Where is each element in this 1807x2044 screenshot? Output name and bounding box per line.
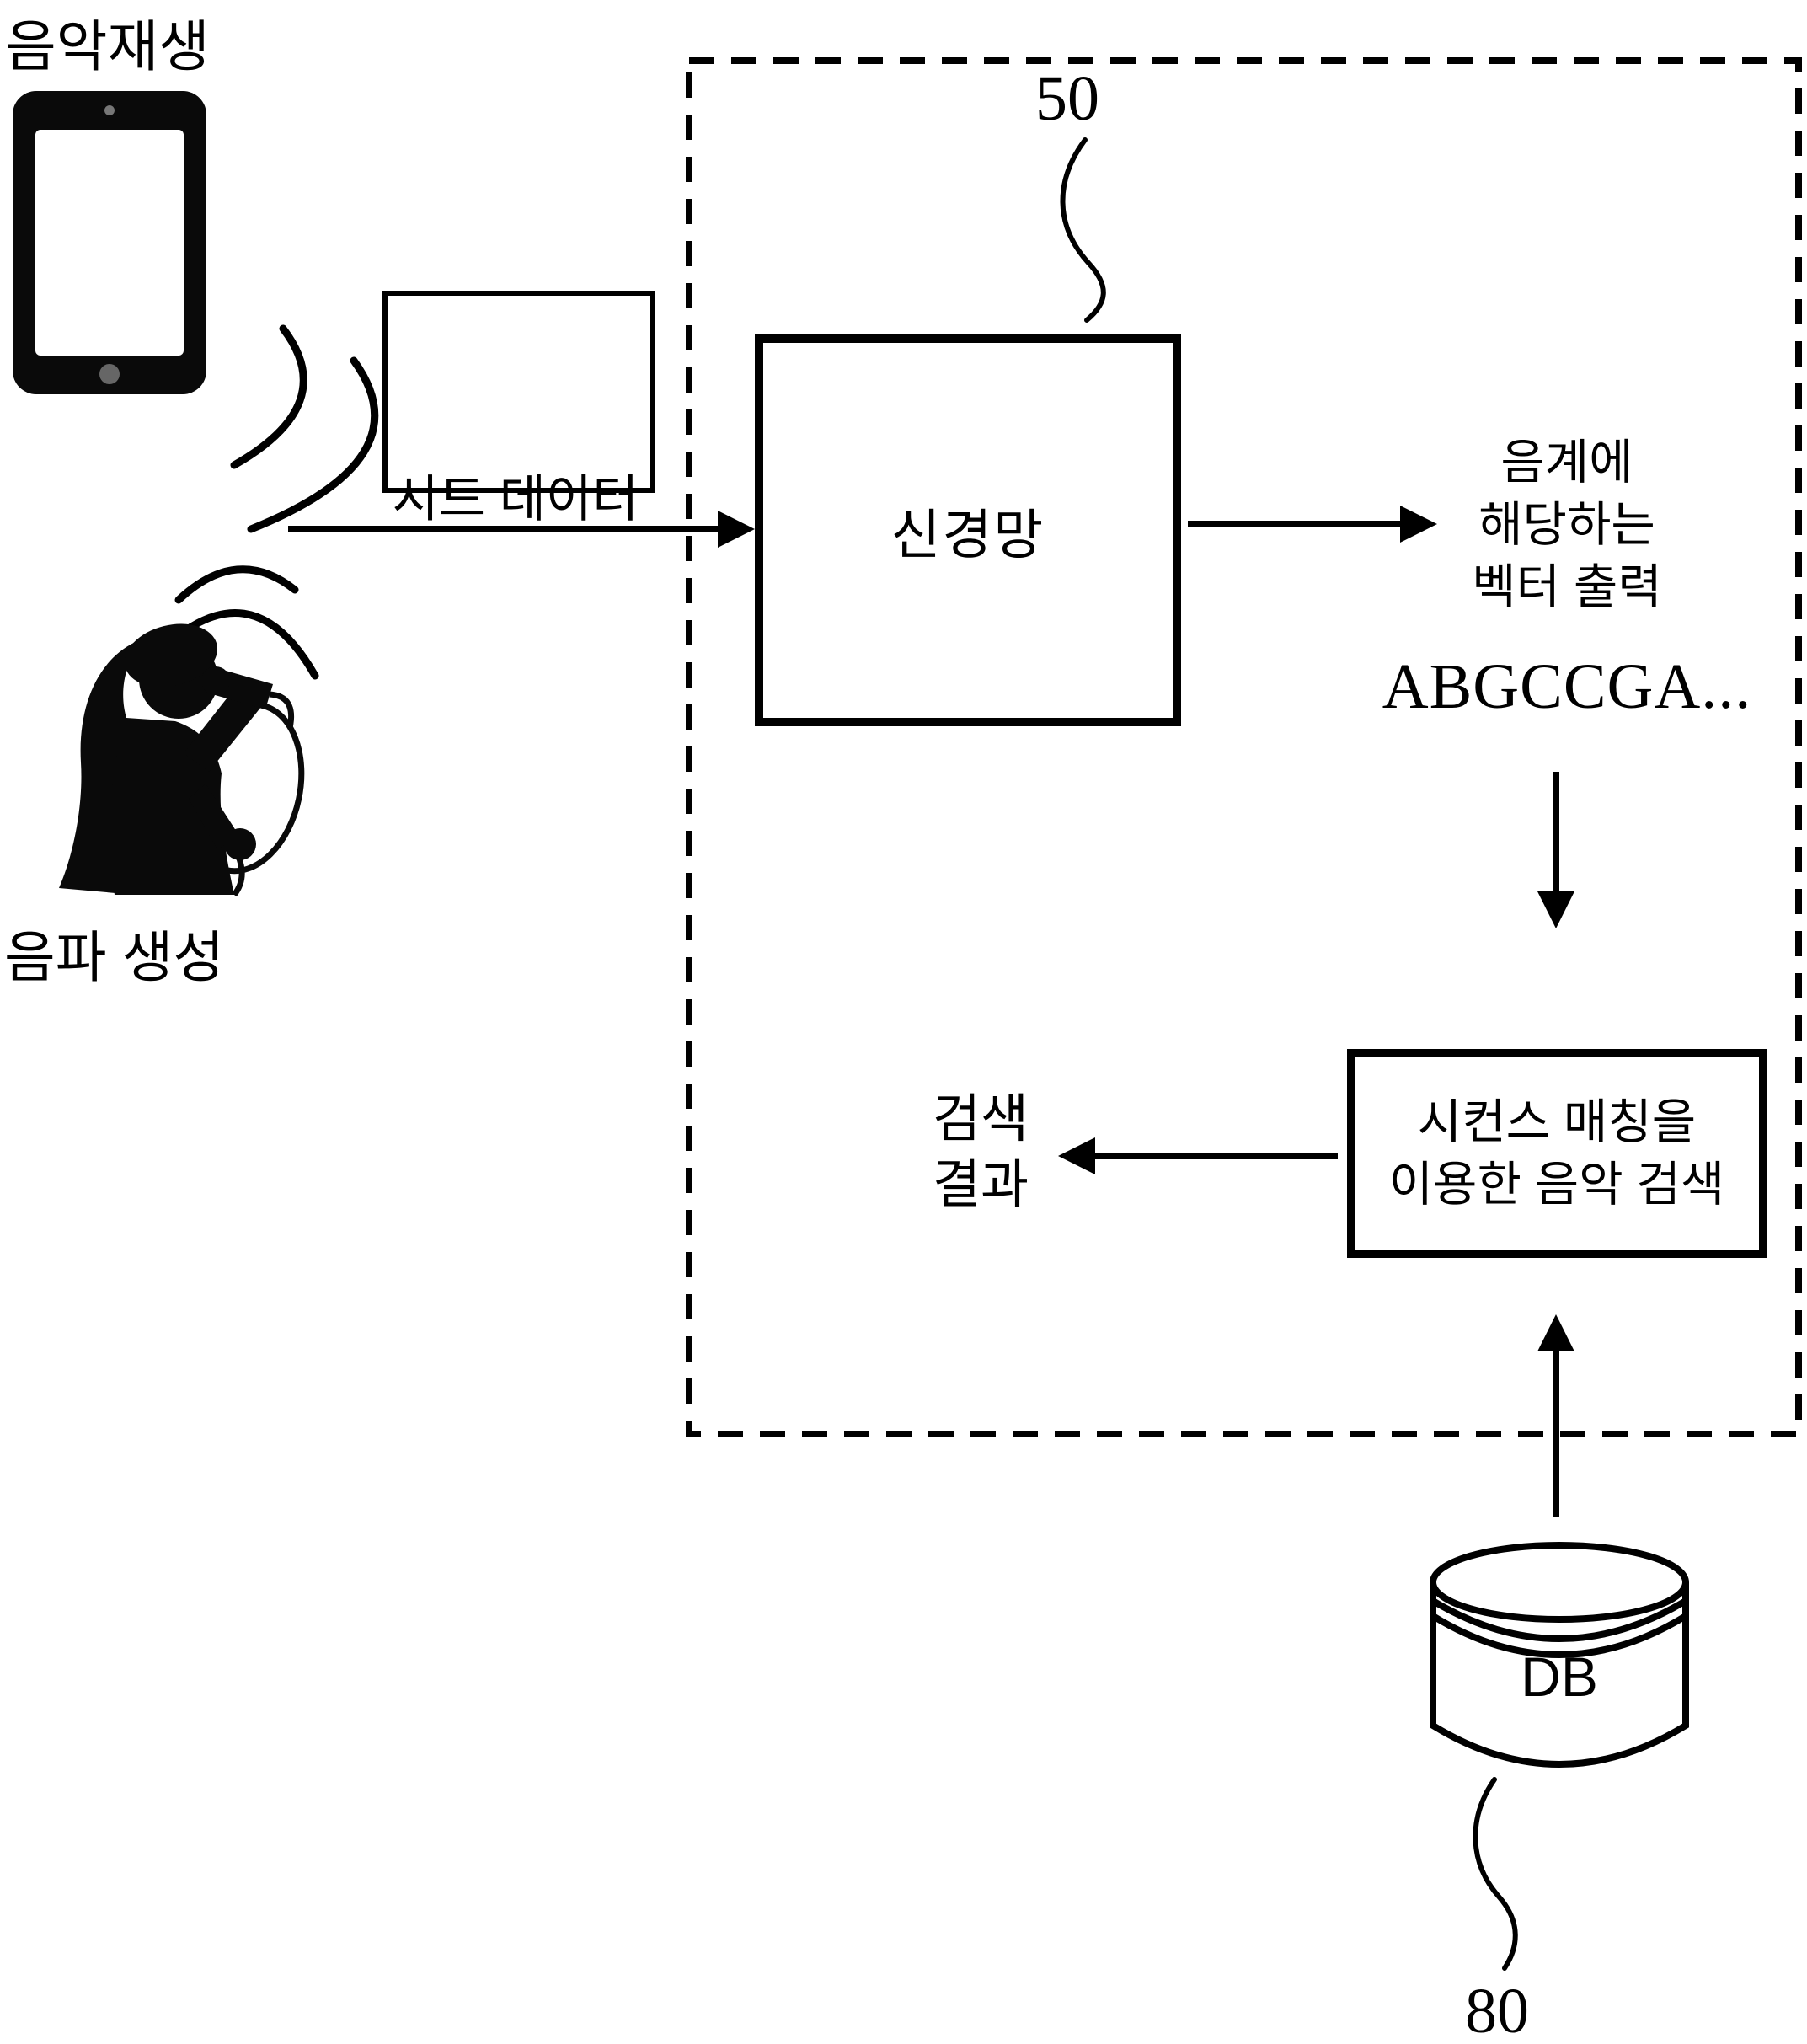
music-search-line-1: 시컨스 매칭을 <box>1418 1091 1696 1153</box>
neural-network-box: 신경망 <box>755 334 1181 726</box>
sound-generation-label: 음파 생성 <box>4 912 224 993</box>
output-vector-line-2: 해당하는 <box>1398 494 1735 556</box>
ref-80-connector <box>1475 1779 1515 1968</box>
output-vector-label: 음계에 해당하는 벡터 출력 <box>1398 431 1735 618</box>
music-playback-label: 음악재생 <box>5 2 210 83</box>
ref-50-label: 50 <box>1008 62 1126 136</box>
tablet-home-button <box>99 364 120 384</box>
tablet-icon <box>13 91 206 394</box>
output-vector-line-1: 음계에 <box>1398 431 1735 494</box>
seed-data-label: 시드 데이터 <box>372 458 659 532</box>
ref-50-connector <box>1062 140 1103 320</box>
music-search-line-2: 이용한 음악 검색 <box>1389 1153 1725 1216</box>
search-result-line-1: 검색 <box>917 1087 1045 1153</box>
singer-silhouette-icon <box>59 615 316 895</box>
ref-80-label: 80 <box>1438 1975 1556 2044</box>
tablet-camera-dot <box>104 105 115 115</box>
search-result-line-2: 결과 <box>917 1153 1045 1218</box>
sequence-down-arrow <box>1537 772 1574 928</box>
search-result-arrow <box>1058 1137 1338 1174</box>
neural-network-label: 신경망 <box>891 492 1045 570</box>
sequence-output-label: ABGCCGA... <box>1382 650 1752 724</box>
db-label: DB <box>1492 1645 1627 1709</box>
output-vector-line-3: 벡터 출력 <box>1398 556 1735 618</box>
db-up-arrow <box>1537 1314 1574 1517</box>
sound-waves-icon-top <box>234 329 375 529</box>
music-search-box: 시컨스 매칭을 이용한 음악 검색 <box>1347 1049 1767 1258</box>
search-result-label: 검색 결과 <box>917 1087 1045 1218</box>
tablet-screen <box>35 130 184 356</box>
